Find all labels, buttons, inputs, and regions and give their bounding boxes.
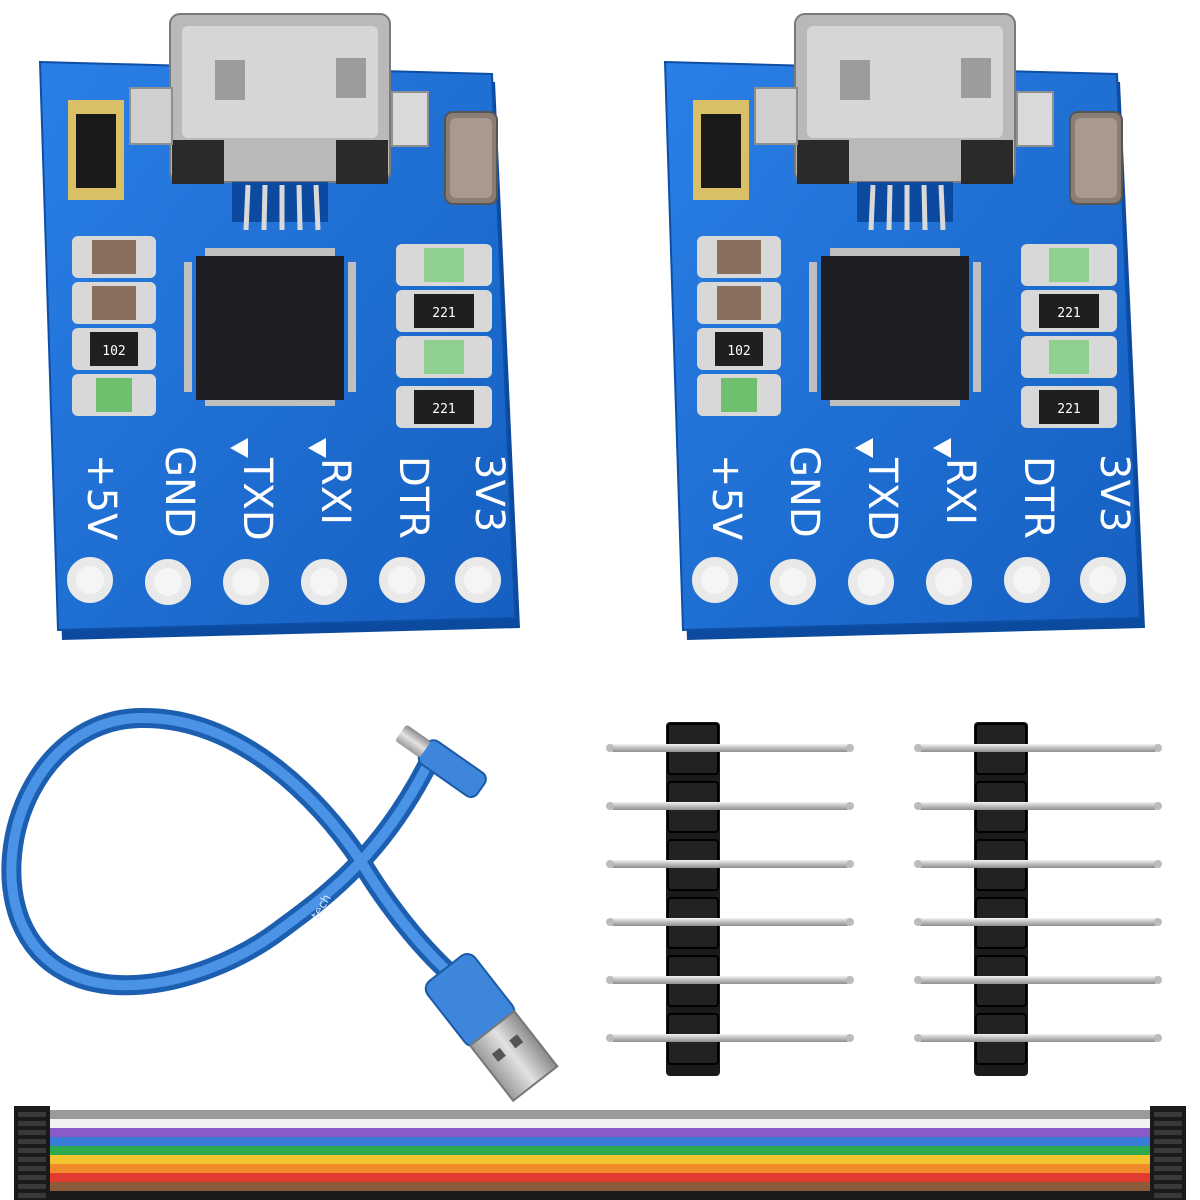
pin-header-left bbox=[606, 722, 854, 1076]
pin-label-txd: TXD bbox=[234, 457, 280, 541]
pin-label-5v: +5V bbox=[78, 454, 124, 541]
pin-label-5v: +5V bbox=[703, 454, 749, 541]
pin-label-gnd: GND bbox=[156, 446, 202, 538]
pin-label-txd: TXD bbox=[859, 457, 905, 541]
dupont-jumper-ribbon bbox=[14, 1106, 1186, 1200]
pin-label-3v3: 3V3 bbox=[1091, 454, 1137, 532]
pin-label-dtr: DTR bbox=[390, 456, 436, 539]
pin-label-dtr: DTR bbox=[1015, 456, 1061, 539]
pin-labels-right: +5V GND TXD RXI DTR 3V3 bbox=[703, 446, 1137, 541]
pin-label-3v3: 3V3 bbox=[466, 454, 512, 532]
breakout-board-left: +5V GND TXD RXI DTR 3V3 bbox=[40, 14, 520, 640]
pin-label-gnd: GND bbox=[781, 446, 827, 538]
usb-cable: tech bbox=[1, 707, 559, 1103]
pin-label-rxi: RXI bbox=[312, 458, 358, 525]
pin-labels-left: +5V GND TXD RXI DTR 3V3 bbox=[78, 446, 512, 541]
breakout-board-right: +5V GND TXD RXI DTR 3V3 bbox=[665, 14, 1145, 640]
pin-label-rxi: RXI bbox=[937, 458, 983, 525]
pin-header-right bbox=[914, 722, 1162, 1076]
